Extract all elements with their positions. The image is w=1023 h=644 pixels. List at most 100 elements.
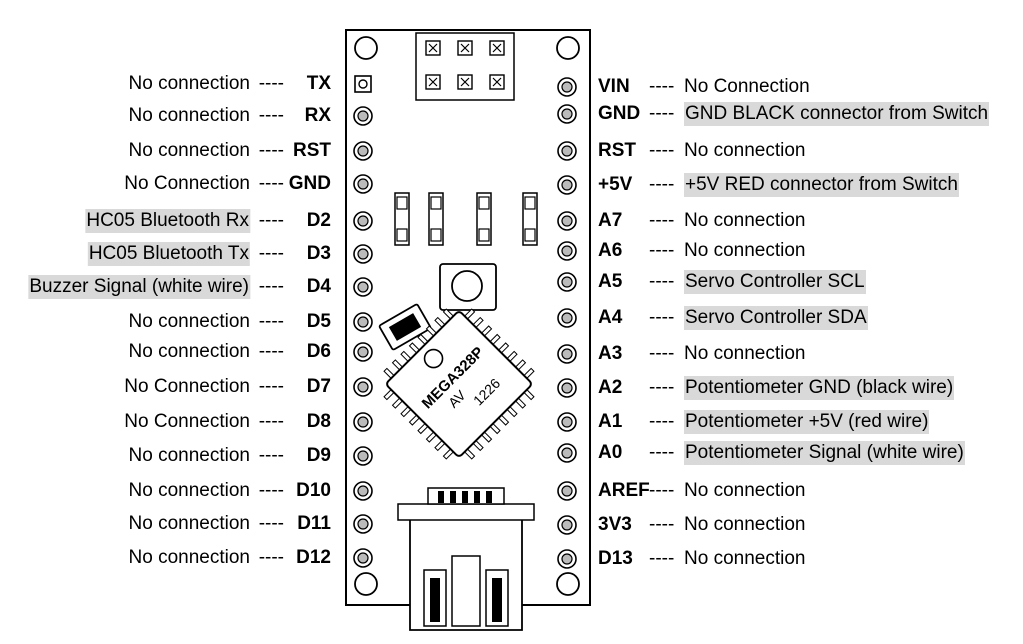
right-pin-description: GND BLACK connector from Switch — [684, 102, 990, 126]
right-pin-description: Potentiometer GND (black wire) — [684, 376, 955, 400]
right-pin-description: No connection — [684, 140, 806, 161]
left-pin-description: No connection — [128, 311, 250, 332]
pin-pad — [557, 211, 577, 231]
left-pin-description: No connection — [128, 480, 250, 501]
pin-pad — [557, 104, 577, 124]
left-pin-description: No connection — [128, 140, 250, 161]
left-pin-connector-dash: ---- — [258, 341, 284, 362]
reset-button — [439, 263, 497, 311]
right-pin-name: A1 — [598, 411, 623, 432]
left-pin-name: D6 — [306, 341, 331, 362]
left-pin-name: D9 — [306, 445, 331, 466]
pin-pad — [557, 77, 577, 97]
right-pin-connector-dash: ---- — [649, 411, 675, 432]
right-pin-connector-dash: ---- — [649, 343, 675, 364]
right-pin-connector-dash: ---- — [649, 240, 675, 261]
left-pin-name: GND — [288, 173, 331, 194]
left-pin-connector-dash: ---- — [258, 276, 284, 297]
left-pin-name: RST — [293, 140, 331, 161]
icsp-pad — [457, 74, 473, 90]
left-pin-connector-dash: ---- — [258, 547, 284, 568]
right-pin-description: Potentiometer Signal (white wire) — [684, 441, 965, 465]
left-pin-description: No connection — [128, 105, 250, 126]
mounting-hole — [556, 572, 580, 596]
right-pin-description: +5V RED connector from Switch — [684, 173, 959, 197]
left-pin-name: D2 — [306, 210, 331, 231]
left-pin-name: D11 — [297, 513, 331, 534]
left-pin-name: D4 — [306, 276, 331, 297]
pin-pad — [353, 141, 373, 161]
right-pin-description: No connection — [684, 240, 806, 261]
resonator-component — [378, 303, 432, 351]
left-pin-connector-dash: ---- — [258, 513, 284, 534]
right-pin-connector-dash: ---- — [649, 140, 675, 161]
right-pin-connector-dash: ---- — [649, 103, 675, 124]
left-pin-description: No Connection — [124, 376, 250, 397]
pin-pad — [557, 481, 577, 501]
pin-pad — [354, 75, 372, 93]
left-pin-description: HC05 Bluetooth Rx — [85, 209, 250, 233]
pin-pad — [353, 312, 373, 332]
smd-components — [394, 192, 538, 246]
right-pin-connector-dash: ---- — [649, 480, 675, 501]
left-pin-connector-dash: ---- — [258, 480, 284, 501]
right-pin-description: No connection — [684, 480, 806, 501]
icsp-pad — [425, 40, 441, 56]
right-pin-connector-dash: ---- — [649, 307, 675, 328]
pin-pad — [353, 106, 373, 126]
right-pin-name: A3 — [598, 343, 623, 364]
right-pin-name: D13 — [598, 548, 633, 569]
left-pin-connector-dash: ---- — [258, 105, 284, 126]
pin-pad — [557, 241, 577, 261]
left-pin-connector-dash: ---- — [258, 140, 284, 161]
pin-pad — [557, 378, 577, 398]
right-pin-description: No connection — [684, 343, 806, 364]
pin-pad — [353, 377, 373, 397]
right-pin-name: +5V — [598, 174, 633, 195]
right-pin-header — [557, 77, 577, 569]
right-pin-name: GND — [598, 103, 641, 124]
icsp-pad — [457, 40, 473, 56]
mounting-hole — [556, 36, 580, 60]
right-pin-connector-dash: ---- — [649, 76, 675, 97]
pin-pad — [557, 308, 577, 328]
left-pin-description: No connection — [128, 341, 250, 362]
left-pin-connector-dash: ---- — [258, 243, 284, 264]
pin-pad — [557, 272, 577, 292]
mini-usb-connector — [397, 487, 535, 631]
right-pin-description: No connection — [684, 548, 806, 569]
left-pin-description: No connection — [128, 445, 250, 466]
right-pin-name: 3V3 — [598, 514, 632, 535]
pin-pad — [353, 174, 373, 194]
right-pin-connector-dash: ---- — [649, 271, 675, 292]
pin-pad — [353, 481, 373, 501]
left-pin-name: RX — [304, 105, 331, 126]
right-pin-connector-dash: ---- — [649, 377, 675, 398]
mounting-hole — [354, 572, 378, 596]
right-pin-name: A4 — [598, 307, 623, 328]
pin-pad — [557, 515, 577, 535]
left-pin-description: No connection — [128, 547, 250, 568]
right-pin-name: RST — [598, 140, 636, 161]
pin-pad — [353, 548, 373, 568]
left-pin-description: No connection — [128, 73, 250, 94]
pin-pad — [353, 342, 373, 362]
right-pin-description: No connection — [684, 210, 806, 231]
right-pin-connector-dash: ---- — [649, 548, 675, 569]
left-pin-description: No Connection — [124, 173, 250, 194]
chip-pin1-dot — [423, 348, 444, 369]
right-pin-name: A7 — [598, 210, 623, 231]
right-pin-connector-dash: ---- — [649, 210, 675, 231]
right-pin-name: A5 — [598, 271, 623, 292]
left-pin-connector-dash: ---- — [258, 376, 284, 397]
pin-pad — [353, 244, 373, 264]
pin-pad — [557, 344, 577, 364]
right-pin-name: A2 — [598, 377, 623, 398]
left-pin-connector-dash: ---- — [258, 411, 284, 432]
right-pin-connector-dash: ---- — [649, 442, 675, 463]
left-pin-connector-dash: ---- — [258, 311, 284, 332]
smd-resistor — [476, 192, 492, 246]
right-pin-description: No Connection — [684, 76, 810, 97]
